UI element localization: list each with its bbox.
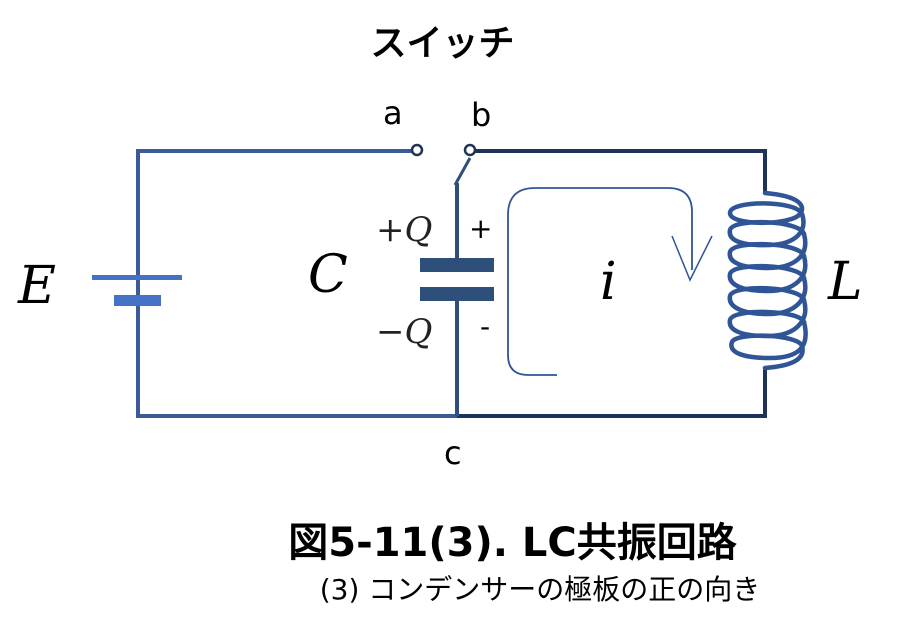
current-loop-path — [507, 187, 693, 376]
right-loop-wires — [457, 149, 767, 418]
plate-bottom-sign: - — [480, 310, 491, 343]
battery-short-plate — [114, 295, 161, 306]
current-arrow-head — [671, 235, 713, 282]
terminal-b-node — [463, 143, 477, 157]
plate-top-sign: + — [469, 212, 493, 245]
battery-long-plate — [92, 275, 182, 280]
charge-bottom-label: −Q — [376, 312, 433, 352]
figure-caption: 図5-11(3). LC共振回路 — [288, 520, 737, 566]
wire-bottom-right — [457, 368, 767, 418]
wire-top-right — [472, 149, 767, 193]
wire-top-left — [136, 149, 457, 418]
capacitor-top-plate — [420, 258, 494, 272]
terminal-b-label: b — [471, 96, 492, 134]
terminal-c-label: c — [444, 434, 462, 472]
figure-subcaption: (3) コンデンサーの極板の正の向き — [319, 573, 761, 606]
terminal-a-node — [410, 143, 424, 157]
switch-blade — [453, 157, 472, 186]
switch-title: スイッチ — [370, 23, 515, 64]
charge-top-label: +Q — [376, 210, 433, 250]
terminal-a-label: a — [383, 94, 403, 132]
current-label: i — [600, 252, 617, 312]
battery-label: E — [18, 256, 56, 316]
left-loop-wires — [136, 149, 457, 418]
capacitor-label: C — [308, 245, 348, 305]
inductor-coil — [727, 190, 808, 371]
inductor-label: L — [828, 252, 863, 312]
capacitor-bottom-plate — [420, 287, 494, 301]
